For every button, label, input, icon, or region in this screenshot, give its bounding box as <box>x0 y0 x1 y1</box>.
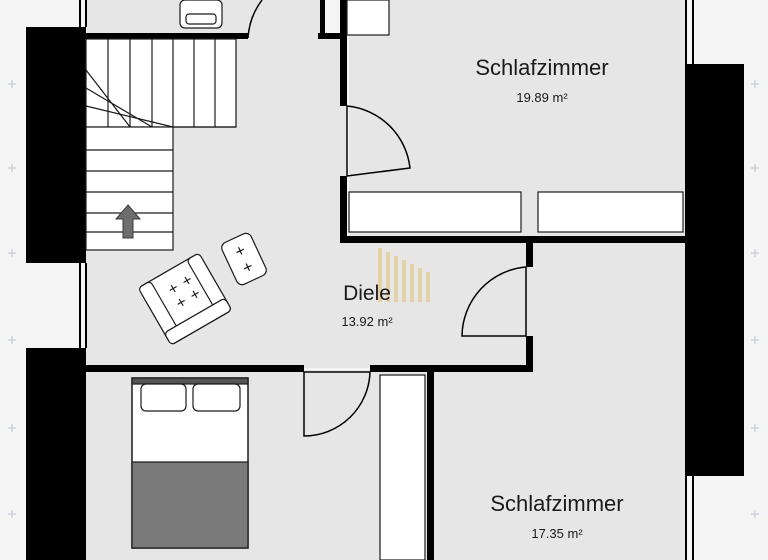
double-bed-icon <box>131 377 249 549</box>
arrow-up-icon <box>114 204 142 239</box>
grid-plus-mark <box>751 164 759 172</box>
door-bedroom-top <box>346 105 411 177</box>
wall-left-upper <box>26 27 86 263</box>
wall-vertical-top <box>340 0 347 106</box>
interior-walls <box>86 0 685 560</box>
room-labels: Schlafzimmer 19.89 m² Diele 13.92 m² Sch… <box>341 55 623 541</box>
wall-bedroom-top-bottom <box>340 236 532 243</box>
wardrobe-left <box>348 191 522 233</box>
grid-plus-mark <box>8 424 16 432</box>
armchair-icon <box>139 253 231 345</box>
wardrobe-right <box>537 191 684 233</box>
wardrobes <box>348 191 684 233</box>
wall-vertical-mid <box>340 176 347 243</box>
room-area-schlafzimmer-top: 19.89 m² <box>516 90 568 105</box>
background-grid <box>8 80 759 518</box>
ottoman-icon <box>221 232 267 286</box>
room-name-diele: Diele <box>343 282 391 305</box>
door-top-left <box>247 0 263 39</box>
room-area-schlafzimmer-bottom: 17.35 m² <box>531 526 583 541</box>
wall-vertical-right-mid <box>526 243 533 267</box>
room-name-schlafzimmer-bottom: Schlafzimmer <box>490 491 623 516</box>
grid-plus-mark <box>751 336 759 344</box>
grid-plus-mark <box>8 164 16 172</box>
watermark-logo <box>378 248 430 302</box>
room-area-diele: 13.92 m² <box>341 314 393 329</box>
door-bedroom-bottom-left <box>303 371 371 437</box>
wall-diele-bottom-left <box>86 365 304 372</box>
grid-plus-mark <box>751 249 759 257</box>
wall-top-left-vertical <box>320 0 325 36</box>
grid-plus-mark <box>751 424 759 432</box>
wall-right <box>685 64 744 476</box>
cabinet-bottom <box>379 374 426 560</box>
wall-vertical-bottom <box>427 365 434 560</box>
grid-plus-mark <box>8 80 16 88</box>
doors <box>247 0 527 437</box>
cabinet-top <box>346 0 390 36</box>
grid-plus-mark <box>8 249 16 257</box>
wall-bedroom-top-bottom-right <box>532 236 685 243</box>
room-name-schlafzimmer-top: Schlafzimmer <box>475 55 608 80</box>
wall-diele-bottom-right <box>370 365 533 372</box>
wall-top-stub <box>318 33 346 39</box>
wall-left-lower <box>26 348 86 560</box>
grid-plus-mark <box>8 510 16 518</box>
wall-stair-top <box>86 33 248 39</box>
toilet-icon <box>179 0 223 29</box>
wall-vertical-right-low <box>526 336 533 371</box>
outer-walls <box>26 27 744 560</box>
grid-plus-mark <box>8 336 16 344</box>
grid-plus-mark <box>751 510 759 518</box>
door-bedroom-bottom-right <box>461 266 527 337</box>
thin-walls <box>79 0 694 560</box>
grid-plus-mark <box>751 80 759 88</box>
